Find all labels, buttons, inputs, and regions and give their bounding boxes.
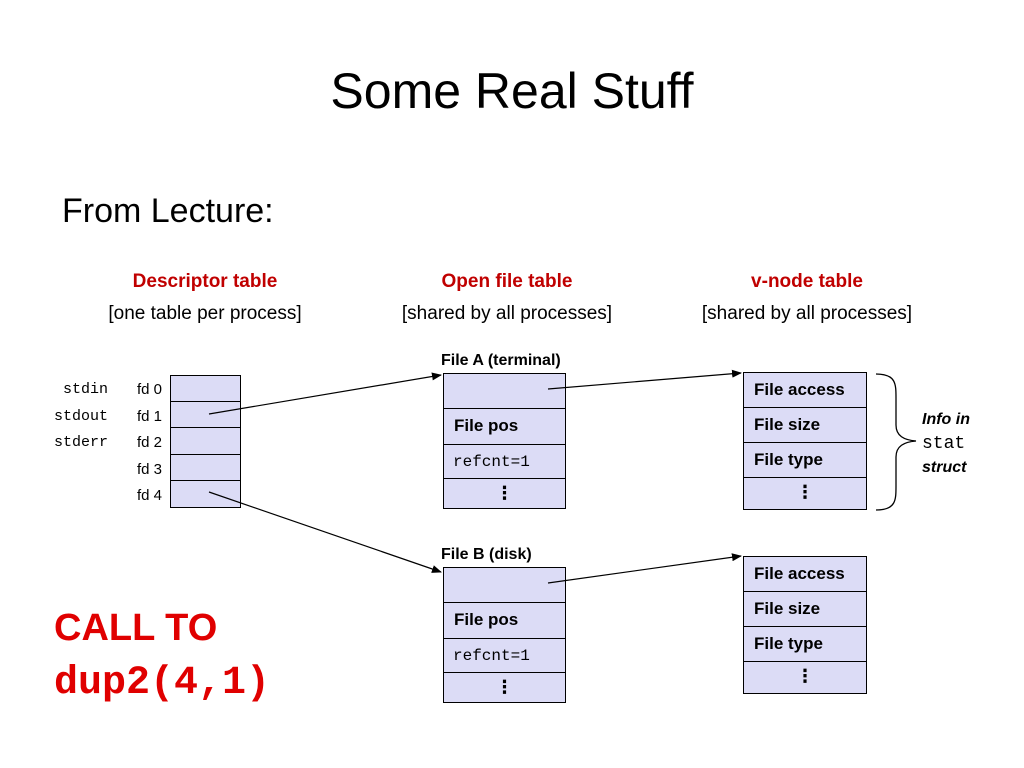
descriptor-cell-fd2 — [170, 428, 241, 455]
vnode-b-type-cell: File type — [743, 627, 867, 662]
vnode-b-access: File access — [754, 564, 845, 583]
descriptor-table — [170, 375, 241, 508]
file-b-refcnt-cell: refcnt=1 — [443, 639, 566, 673]
file-b-pos: File pos — [454, 610, 519, 629]
fd-label-3: fd 3 — [136, 461, 162, 478]
file-b-label: File B (disk) — [441, 546, 532, 563]
stream-label-stdout: stdout — [53, 408, 108, 425]
vnode-a-access: File access — [754, 380, 845, 399]
info-line-1: Info in — [922, 411, 970, 428]
fd-label-1: fd 1 — [136, 408, 162, 425]
open-file-table-heading: Open file table [shared by all processes… — [362, 266, 652, 330]
file-a-label: File A (terminal) — [441, 352, 561, 369]
arrow-fd1-to-file-a — [208, 372, 442, 415]
descriptor-cell-fd1 — [170, 402, 241, 428]
vnode-b-size-cell: File size — [743, 592, 867, 627]
vnode-b-type: File type — [754, 634, 823, 653]
vnode-a-more-cell: ⋮ — [743, 478, 867, 510]
info-line-2: stat — [922, 434, 966, 454]
descriptor-table-heading: Descriptor table [one table per process] — [60, 266, 350, 330]
arrow-file-a-to-vnode-a — [547, 369, 742, 390]
fd-label-0: fd 0 — [136, 381, 162, 398]
vnode-table-note: [shared by all processes] — [701, 303, 913, 324]
file-a-pos-cell: File pos — [443, 409, 566, 445]
file-b-refcnt: refcnt=1 — [453, 647, 530, 665]
file-a-refcnt-cell: refcnt=1 — [443, 445, 566, 479]
descriptor-cell-fd3 — [170, 455, 241, 481]
arrow-fd4-to-file-b — [208, 491, 442, 573]
vnode-table-heading: v-node table [shared by all processes] — [662, 266, 952, 330]
vnode-entry-b: File access File size File type ⋮ — [743, 556, 867, 694]
file-b-pos-cell: File pos — [443, 603, 566, 639]
vnode-b-size: File size — [754, 599, 821, 618]
open-file-table-title: Open file table — [441, 271, 573, 292]
slide-title: Some Real Stuff — [330, 63, 694, 119]
fd-label-4: fd 4 — [136, 487, 162, 504]
stat-info-note: Info in stat struct — [922, 408, 992, 480]
fd-label-2: fd 2 — [136, 434, 162, 451]
vnode-table-title: v-node table — [751, 271, 863, 292]
open-file-entry-b: File pos refcnt=1 ⋮ — [443, 567, 566, 703]
vnode-b-more-cell: ⋮ — [743, 662, 867, 694]
subtitle: From Lecture: — [62, 192, 274, 230]
stream-label-stdin: stdin — [62, 381, 108, 398]
open-file-table-note: [shared by all processes] — [401, 303, 613, 324]
descriptor-table-title: Descriptor table — [132, 271, 278, 292]
open-file-entry-a: File pos refcnt=1 ⋮ — [443, 373, 566, 509]
curly-brace — [875, 373, 917, 511]
file-b-more-cell: ⋮ — [443, 673, 566, 703]
file-b-header-cell — [443, 567, 566, 603]
info-line-3: struct — [922, 459, 967, 476]
stream-label-stderr: stderr — [53, 434, 108, 451]
vnode-b-access-cell: File access — [743, 556, 867, 592]
file-a-header-cell — [443, 373, 566, 409]
file-a-refcnt: refcnt=1 — [453, 453, 530, 471]
vnode-a-type-cell: File type — [743, 443, 867, 478]
call-to-label: CALL TO — [54, 607, 218, 649]
descriptor-cell-fd0 — [170, 375, 241, 402]
vnode-entry-a: File access File size File type ⋮ — [743, 372, 867, 510]
dup2-call: dup2(4,1) — [54, 661, 271, 706]
file-a-more-cell: ⋮ — [443, 479, 566, 509]
vnode-a-size: File size — [754, 415, 821, 434]
vnode-a-type: File type — [754, 450, 823, 469]
vnode-a-access-cell: File access — [743, 372, 867, 408]
descriptor-table-note: [one table per process] — [108, 303, 302, 324]
descriptor-cell-fd4 — [170, 481, 241, 508]
call-annotation: CALL TO dup2(4,1) — [54, 600, 270, 712]
file-a-pos: File pos — [454, 416, 519, 435]
arrow-file-b-to-vnode-b — [547, 553, 742, 584]
vnode-a-size-cell: File size — [743, 408, 867, 443]
